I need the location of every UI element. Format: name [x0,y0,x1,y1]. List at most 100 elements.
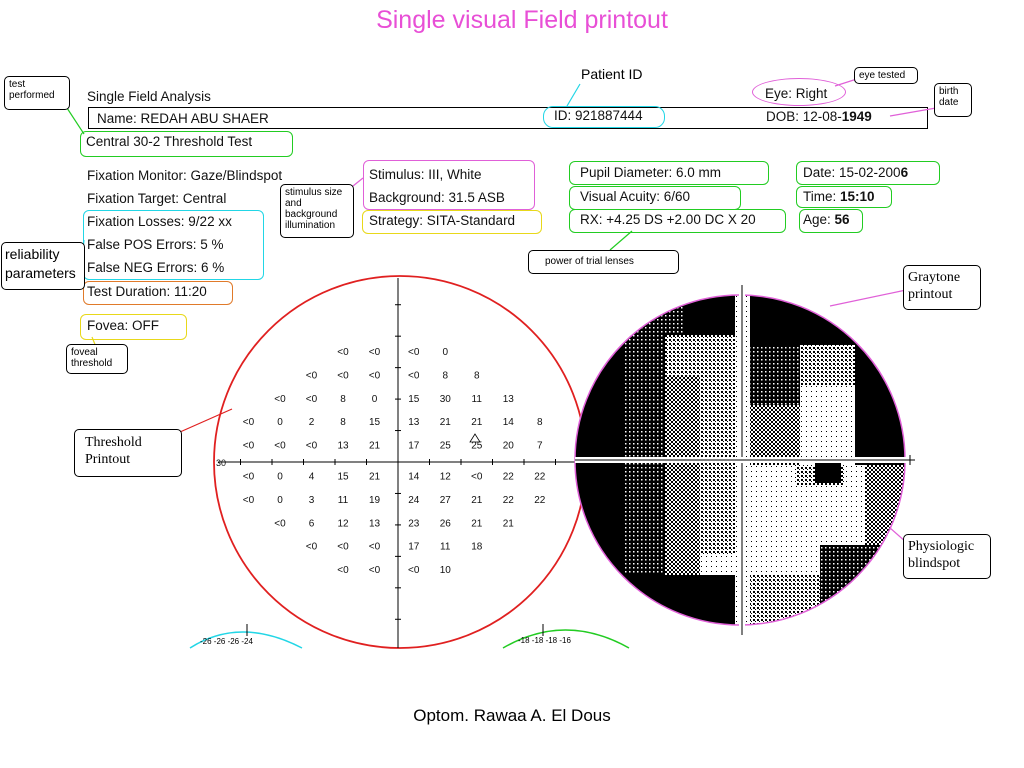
fixation-target: Fixation Target: Central [87,191,227,206]
threshold-value: 6 [309,518,315,529]
threshold-value: 8 [442,370,448,381]
threshold-value: <0 [243,440,255,451]
callout-stimulus-size: stimulus size and background illuminatio… [280,184,354,238]
threshold-value: <0 [471,472,483,483]
strategy: Strategy: SITA-Standard [369,213,516,228]
threshold-value: 17 [408,542,420,553]
right-scale-arc [502,624,630,649]
threshold-value: <0 [243,495,255,506]
patient-info-bar [88,107,928,129]
threshold-value: <0 [306,370,318,381]
threshold-value: <0 [243,472,255,483]
visual-acuity: Visual Acuity: 6/60 [580,189,691,204]
fixation-monitor: Fixation Monitor: Gaze/Blindspot [87,168,283,183]
callout-birth-date: birth date [934,83,972,117]
callout-eye-tested: eye tested [854,67,918,84]
test-duration: Test Duration: 11:20 [87,284,207,299]
patient-name: Name: REDAH ABU SHAER [97,111,269,126]
id-highlight [543,106,665,128]
age-highlight [799,209,863,233]
threshold-value: 0 [372,394,378,405]
threshold-value: 3 [309,495,315,506]
threshold-value: 25 [440,440,452,451]
threshold-ticks [240,304,556,620]
threshold-value: 15 [337,472,349,483]
callout-power-lenses: power of trial lenses [528,250,679,274]
threshold-value: 22 [534,495,546,506]
threshold-value: 10 [440,565,452,576]
blindspot-dark-patch [815,461,841,483]
threshold-value: 25 [471,440,483,451]
threshold-value: 15 [369,417,381,428]
threshold-value: 8 [537,417,543,428]
threshold-value: 0 [277,495,283,506]
fovea: Fovea: OFF [87,318,160,333]
threshold-value: <0 [306,394,318,405]
threshold-value: 21 [471,518,483,529]
threshold-value: <0 [274,440,286,451]
false-pos-errors: False POS Errors: 5 % [87,237,224,252]
pupil-highlight [569,161,769,185]
test-highlight [80,131,293,157]
threshold-value: 15 [408,394,420,405]
threshold-value: <0 [337,565,349,576]
threshold-value: 21 [369,440,381,451]
test-time: Time: 15:10 [803,189,875,204]
threshold-value: 4 [309,472,315,483]
threshold-value: <0 [408,565,420,576]
threshold-value: 8 [340,394,346,405]
stimulus: Stimulus: III, White [369,167,482,182]
threshold-value: 27 [440,495,452,506]
threshold-value: <0 [337,542,349,553]
time-highlight [796,186,892,208]
rx-highlight [569,209,786,233]
eye-highlight [752,78,846,106]
threshold-value: 13 [369,518,381,529]
threshold-value: 11 [472,394,483,405]
threshold-value: <0 [369,542,381,553]
callout-graytone-printout: Graytone printout [903,265,981,310]
threshold-value: 21 [471,417,483,428]
pupil-diameter: Pupil Diameter: 6.0 mm [580,165,722,180]
threshold-value: 21 [369,472,381,483]
threshold-value: 11 [338,495,349,506]
threshold-value: <0 [274,518,286,529]
callout-reliability: reliability parameters [1,242,85,290]
threshold-value: 12 [440,472,452,483]
threshold-value: 0 [277,417,283,428]
fovea-highlight [80,314,187,340]
threshold-value: 20 [503,440,515,451]
threshold-value: <0 [369,370,381,381]
threshold-value: <0 [369,347,381,358]
callout-test-performed: test performed [4,76,70,110]
date-highlight [796,161,940,185]
threshold-value: 14 [408,472,420,483]
threshold-value: 19 [369,495,381,506]
strategy-highlight [362,210,542,234]
threshold-value: <0 [408,347,420,358]
threshold-value: 8 [474,370,480,381]
left-scale-values: -26 -26 -26 -24 [200,637,253,646]
threshold-value: 24 [408,495,420,506]
threshold-value: <0 [306,542,318,553]
background: Background: 31.5 ASB [369,190,505,205]
threshold-value: <0 [306,440,318,451]
test-type: Central 30-2 Threshold Test [86,134,253,149]
threshold-value: <0 [369,565,381,576]
date-of-birth: DOB: 12-08-1949 [766,109,872,124]
false-neg-errors: False NEG Errors: 6 % [87,260,225,275]
threshold-value: 18 [471,542,483,553]
blindspot-marker [469,433,481,443]
patient-age: Age: 56 [803,212,850,227]
threshold-value: 12 [337,518,349,529]
threshold-value: <0 [274,394,286,405]
threshold-value: 13 [503,394,515,405]
callout-patient-id: Patient ID [581,66,643,82]
threshold-value: 13 [408,417,420,428]
threshold-value: 21 [503,518,515,529]
patient-id: ID: 921887444 [554,108,643,123]
left-scale-arc [189,624,303,649]
callout-physiologic-blindspot: Physiologic blindspot [903,534,991,579]
